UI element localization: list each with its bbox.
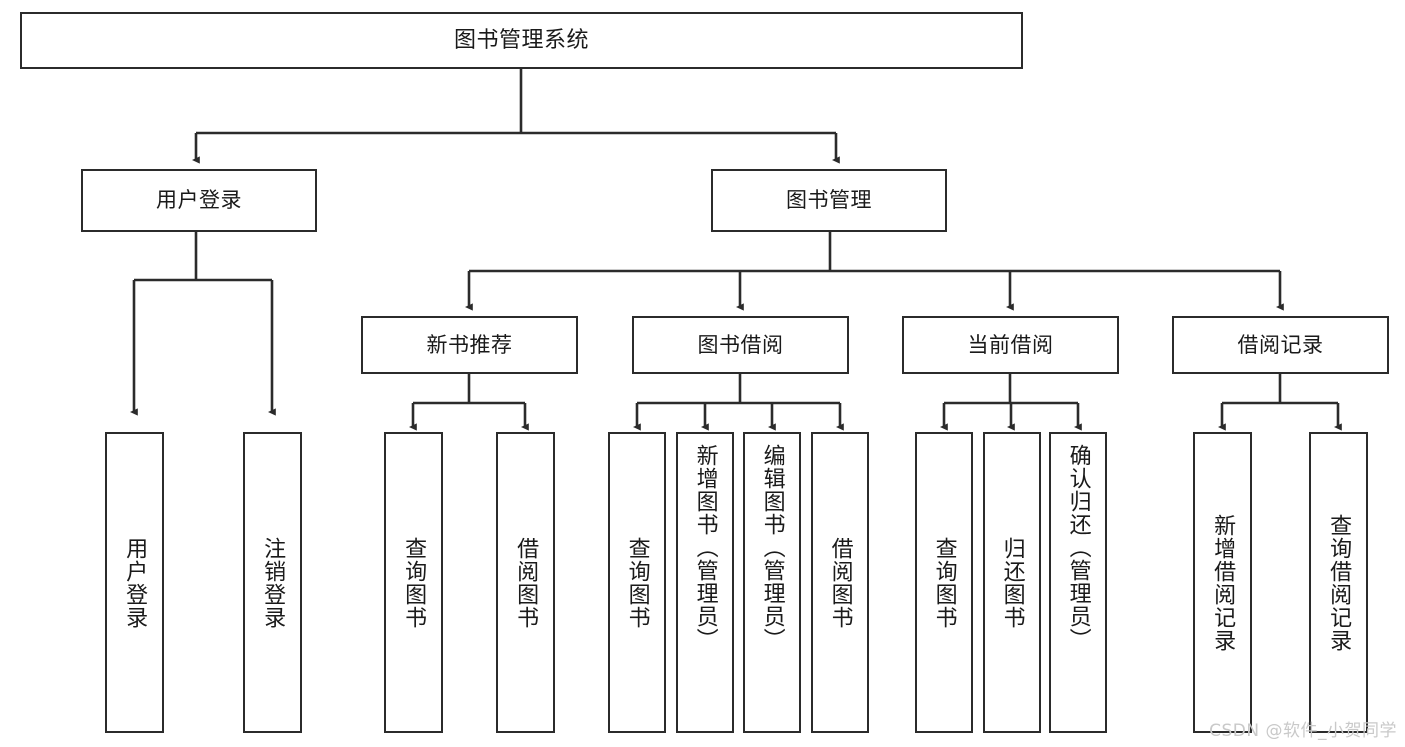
node-leaf-logout[interactable]: 注销登录 bbox=[243, 432, 302, 733]
node-leaf-borrow-book-2[interactable]: 借阅图书 bbox=[811, 432, 869, 733]
node-leaf-query-borrow-record[interactable]: 查询借阅记录 bbox=[1309, 432, 1368, 733]
node-leaf-return-book[interactable]: 归还图书 bbox=[983, 432, 1041, 733]
node-label: 新书推荐 bbox=[426, 332, 513, 357]
node-label: 归还图书 bbox=[999, 536, 1025, 629]
node-label: 新增图书（管理员） bbox=[692, 444, 718, 651]
node-label: 图书管理系统 bbox=[453, 27, 589, 53]
node-label: 新增借阅记录 bbox=[1210, 513, 1236, 652]
node-leaf-query-book-3[interactable]: 查询图书 bbox=[915, 432, 973, 733]
node-label: 注销登录 bbox=[260, 536, 286, 629]
node-label: 确认归还（管理员） bbox=[1065, 444, 1091, 651]
node-root-book-management-system[interactable]: 图书管理系统 bbox=[20, 12, 1023, 69]
node-leaf-confirm-return-admin[interactable]: 确认归还（管理员） bbox=[1049, 432, 1107, 733]
node-book-borrowing[interactable]: 图书借阅 bbox=[632, 316, 849, 374]
node-label: 查询借阅记录 bbox=[1326, 513, 1352, 652]
node-label: 用户登录 bbox=[122, 536, 148, 629]
node-leaf-borrow-book-1[interactable]: 借阅图书 bbox=[496, 432, 555, 733]
node-leaf-add-book-admin[interactable]: 新增图书（管理员） bbox=[676, 432, 734, 733]
node-label: 查询图书 bbox=[931, 536, 957, 629]
node-label: 图书借阅 bbox=[697, 332, 784, 357]
node-leaf-add-borrow-record[interactable]: 新增借阅记录 bbox=[1193, 432, 1252, 733]
node-book-management[interactable]: 图书管理 bbox=[711, 169, 947, 232]
node-label: 借阅图书 bbox=[827, 536, 853, 629]
node-new-book-recommendation[interactable]: 新书推荐 bbox=[361, 316, 578, 374]
node-leaf-user-login[interactable]: 用户登录 bbox=[105, 432, 164, 733]
node-label: 查询图书 bbox=[401, 536, 427, 629]
node-user-login[interactable]: 用户登录 bbox=[81, 169, 317, 232]
node-current-borrowing[interactable]: 当前借阅 bbox=[902, 316, 1119, 374]
node-leaf-query-book-2[interactable]: 查询图书 bbox=[608, 432, 666, 733]
csdn-watermark: CSDN @软件_小贺同学 bbox=[1209, 721, 1397, 741]
node-label: 查询图书 bbox=[624, 536, 650, 629]
node-leaf-edit-book-admin[interactable]: 编辑图书（管理员） bbox=[743, 432, 801, 733]
node-borrowing-record[interactable]: 借阅记录 bbox=[1172, 316, 1389, 374]
node-label: 编辑图书（管理员） bbox=[759, 444, 785, 651]
node-label: 借阅记录 bbox=[1237, 332, 1324, 357]
node-label: 图书管理 bbox=[786, 188, 872, 213]
node-label: 用户登录 bbox=[156, 188, 242, 213]
node-label: 当前借阅 bbox=[967, 332, 1054, 357]
node-label: 借阅图书 bbox=[513, 536, 539, 629]
node-leaf-query-book-1[interactable]: 查询图书 bbox=[384, 432, 443, 733]
